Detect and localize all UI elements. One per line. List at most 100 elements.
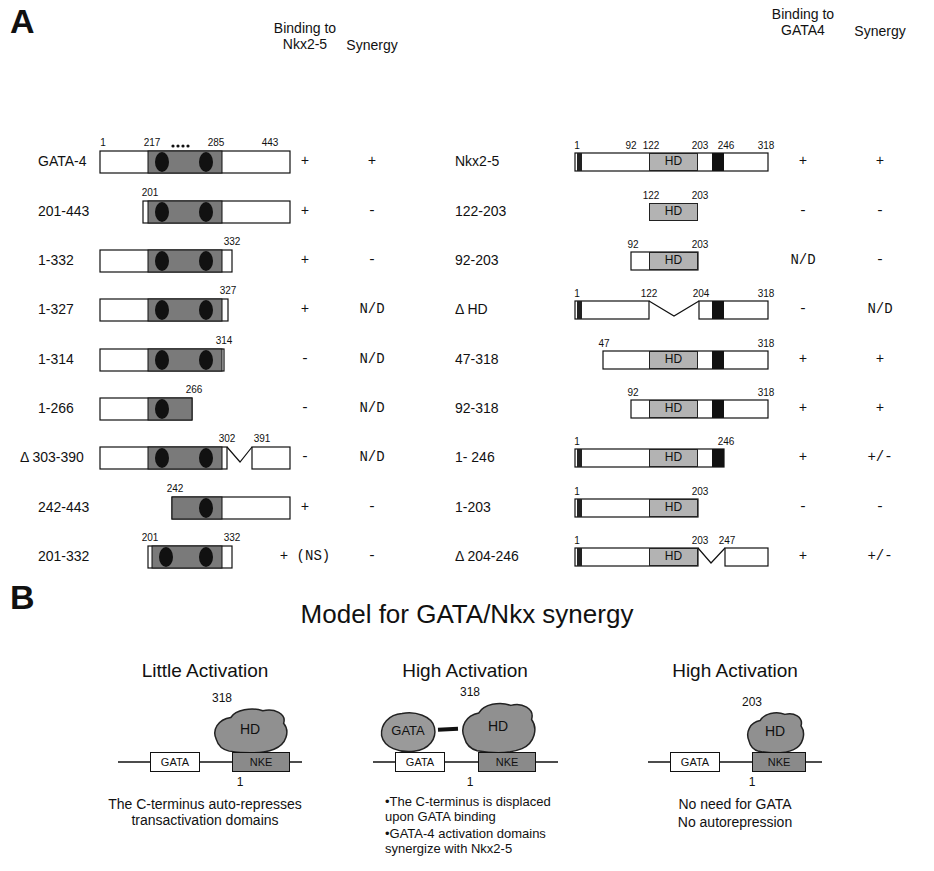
construct-name: 1-203 <box>455 499 491 515</box>
node-text: GATA <box>681 756 709 768</box>
node-text: HD <box>665 155 682 168</box>
nk2-domain-band <box>712 400 724 418</box>
tn-domain-stripe <box>577 153 582 171</box>
zinc-finger-oval <box>199 202 213 222</box>
nkx-protein-shape: HD <box>210 706 290 754</box>
residue-number: 1 <box>749 776 756 790</box>
nk2-domain-band <box>712 449 724 467</box>
nkx-construct-bar <box>725 548 768 566</box>
column-header: Binding to Nkx2-5 <box>273 20 337 52</box>
gata-protein-shape: GATA <box>378 708 438 754</box>
residue-number: 314 <box>216 335 233 347</box>
residue-number: 1 <box>237 776 244 790</box>
gata-site-box: GATA <box>150 752 200 772</box>
node-text: NKE <box>768 756 791 768</box>
nkx-construct-bar <box>575 301 649 319</box>
residue-number: 122 <box>643 190 660 202</box>
nke-site-box: NKE <box>478 752 536 772</box>
nkx-construct-bar <box>631 400 768 418</box>
residue-number: 1 <box>100 137 106 149</box>
residue-number: 318 <box>758 338 775 350</box>
construct-name: 122-203 <box>455 203 506 219</box>
binding-result: + <box>301 252 309 268</box>
residue-number: 122 <box>641 288 658 300</box>
gata4-construct-bar <box>100 151 290 568</box>
node-text: HD <box>665 451 682 464</box>
gata4-construct-bar <box>148 546 232 568</box>
gata4-construct-bar <box>100 151 290 173</box>
synergy-result: +/- <box>867 548 892 564</box>
residue-number: 203 <box>692 140 709 152</box>
nk2-domain-band <box>712 153 724 467</box>
gata-protein-shape <box>381 713 434 752</box>
gata4-construct-bar <box>252 447 290 469</box>
nkx-protein-shape: HD <box>458 700 538 754</box>
synergy-result: N/D <box>359 449 384 465</box>
residue-number: 203 <box>692 535 709 547</box>
nkx-construct-bar <box>575 153 768 566</box>
zinc-finger-oval <box>155 152 169 172</box>
dna-strand <box>445 761 478 763</box>
homeodomain-box: HD <box>649 400 698 418</box>
tn-domain-stripe <box>577 301 582 319</box>
nkx-construct-bar <box>631 252 698 270</box>
tn-domain-stripe <box>577 499 582 517</box>
residue-number: 203 <box>692 486 709 498</box>
binding-result: + <box>301 203 309 219</box>
residue-number: 217 <box>144 137 161 149</box>
zinc-finger-oval <box>199 547 213 567</box>
gata4-construct-bar <box>100 447 227 469</box>
deletion-notch <box>698 548 725 563</box>
binding-result: - <box>301 351 309 367</box>
synergy-result: N/D <box>359 301 384 317</box>
binding-link <box>438 727 458 732</box>
gata4-construct-bar <box>100 250 232 272</box>
synergy-result: N/D <box>359 400 384 416</box>
node-text: HD <box>765 724 785 739</box>
figure-title: Model for GATA/Nkx synergy <box>301 600 634 630</box>
tn-domain-stripe <box>577 548 582 566</box>
homeodomain-box: HD <box>649 499 698 517</box>
zinc-finger-domain <box>148 299 222 321</box>
residue-number: 1 <box>574 436 580 448</box>
zinc-finger-domain <box>152 546 222 568</box>
homeodomain-box: HD <box>649 252 698 270</box>
residue-number: 1 <box>574 486 580 498</box>
binding-result: - <box>301 449 309 465</box>
nkx-construct-bar <box>699 301 768 319</box>
zinc-finger-oval <box>199 350 213 370</box>
residue-number: 47 <box>598 338 609 350</box>
zinc-finger-oval <box>155 448 169 468</box>
construct-name: 1-327 <box>38 301 74 317</box>
gata4-construct-bar <box>100 299 228 321</box>
binding-result: + <box>799 153 807 169</box>
nkx-protein-shape <box>463 703 535 752</box>
homeodomain-box: HD <box>649 449 698 467</box>
zinc-finger-oval <box>155 152 213 567</box>
bullet-note: •The C-terminus is displaced upon GATA b… <box>385 794 580 824</box>
residue-number: 203 <box>692 190 709 202</box>
residue-number: 242 <box>167 483 184 495</box>
residue-number: 201 <box>142 187 159 199</box>
node-text: NKE <box>250 756 273 768</box>
binding-result: + <box>799 548 807 564</box>
binding-result: + <box>799 449 807 465</box>
nkx-construct-bar <box>575 548 698 566</box>
construct-name: Nkx2-5 <box>455 153 499 169</box>
homeodomain-box: HD <box>649 548 698 566</box>
residue-number: 318 <box>758 140 775 152</box>
caption: No need for GATA <box>678 796 791 812</box>
residue-number: 92 <box>627 239 638 251</box>
residue-number: 266 <box>186 384 203 396</box>
synergy-result: + <box>368 153 376 169</box>
residue-number: 318 <box>460 686 480 700</box>
nkx-protein-shape <box>215 709 287 753</box>
nk2-domain-band <box>712 301 724 319</box>
residue-number: 203 <box>742 696 762 710</box>
zinc-finger-oval <box>155 300 169 320</box>
homeodomain-box: HD <box>649 351 698 369</box>
nk2-domain-band <box>712 153 724 171</box>
synergy-result: - <box>368 252 376 268</box>
synergy-result: - <box>876 499 884 515</box>
construct-name: 242-443 <box>38 499 89 515</box>
